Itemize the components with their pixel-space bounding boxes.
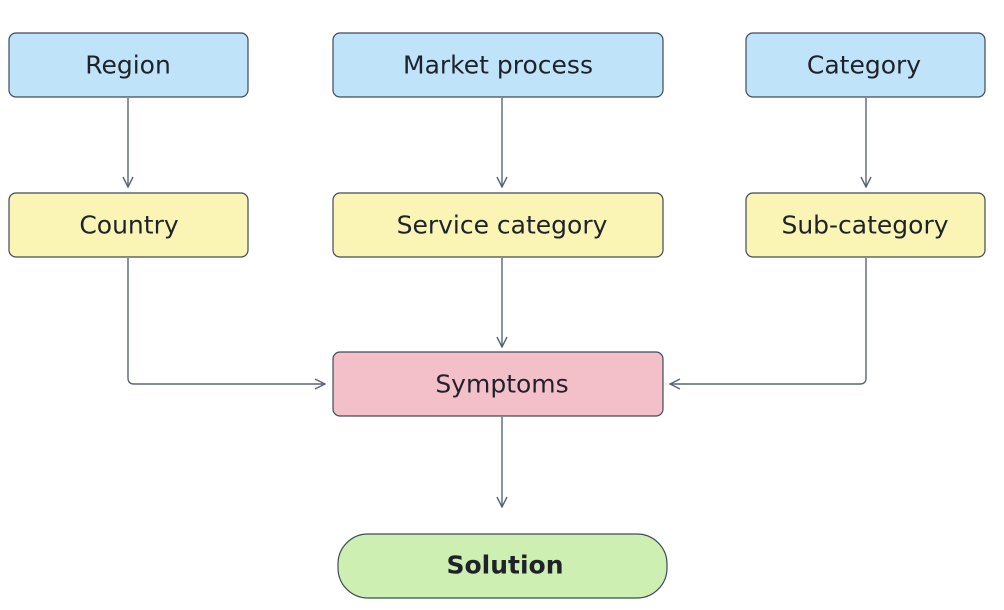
node-category-box (745, 32, 986, 98)
node-symptoms-box (332, 351, 664, 417)
node-market-process-label: Market process (403, 51, 593, 80)
node-region-label: Region (85, 51, 171, 80)
node-solution-label: Solution (446, 551, 563, 580)
node-category: Category (745, 32, 986, 98)
node-solution: Solution (337, 533, 668, 599)
node-sub-category-label: Sub-category (781, 211, 948, 240)
node-symptoms-label: Symptoms (435, 370, 568, 399)
arrow-sub-category-to-symptoms (670, 258, 867, 384)
node-region-box (8, 32, 249, 98)
node-service-category-box (332, 192, 664, 258)
node-sub-category: Sub-category (745, 192, 986, 258)
node-market-process: Market process (332, 32, 664, 98)
node-country: Country (8, 192, 249, 258)
node-region: Region (8, 32, 249, 98)
node-country-box (8, 192, 249, 258)
node-symptoms: Symptoms (332, 351, 664, 417)
node-service-category-label: Service category (397, 211, 608, 240)
node-sub-category-box (745, 192, 986, 258)
node-solution-box (337, 533, 668, 599)
node-service-category: Service category (332, 192, 664, 258)
arrow-country-to-symptoms (127, 258, 325, 384)
node-country-label: Country (79, 211, 179, 240)
node-category-label: Category (807, 51, 921, 80)
node-market-process-box (332, 32, 664, 98)
